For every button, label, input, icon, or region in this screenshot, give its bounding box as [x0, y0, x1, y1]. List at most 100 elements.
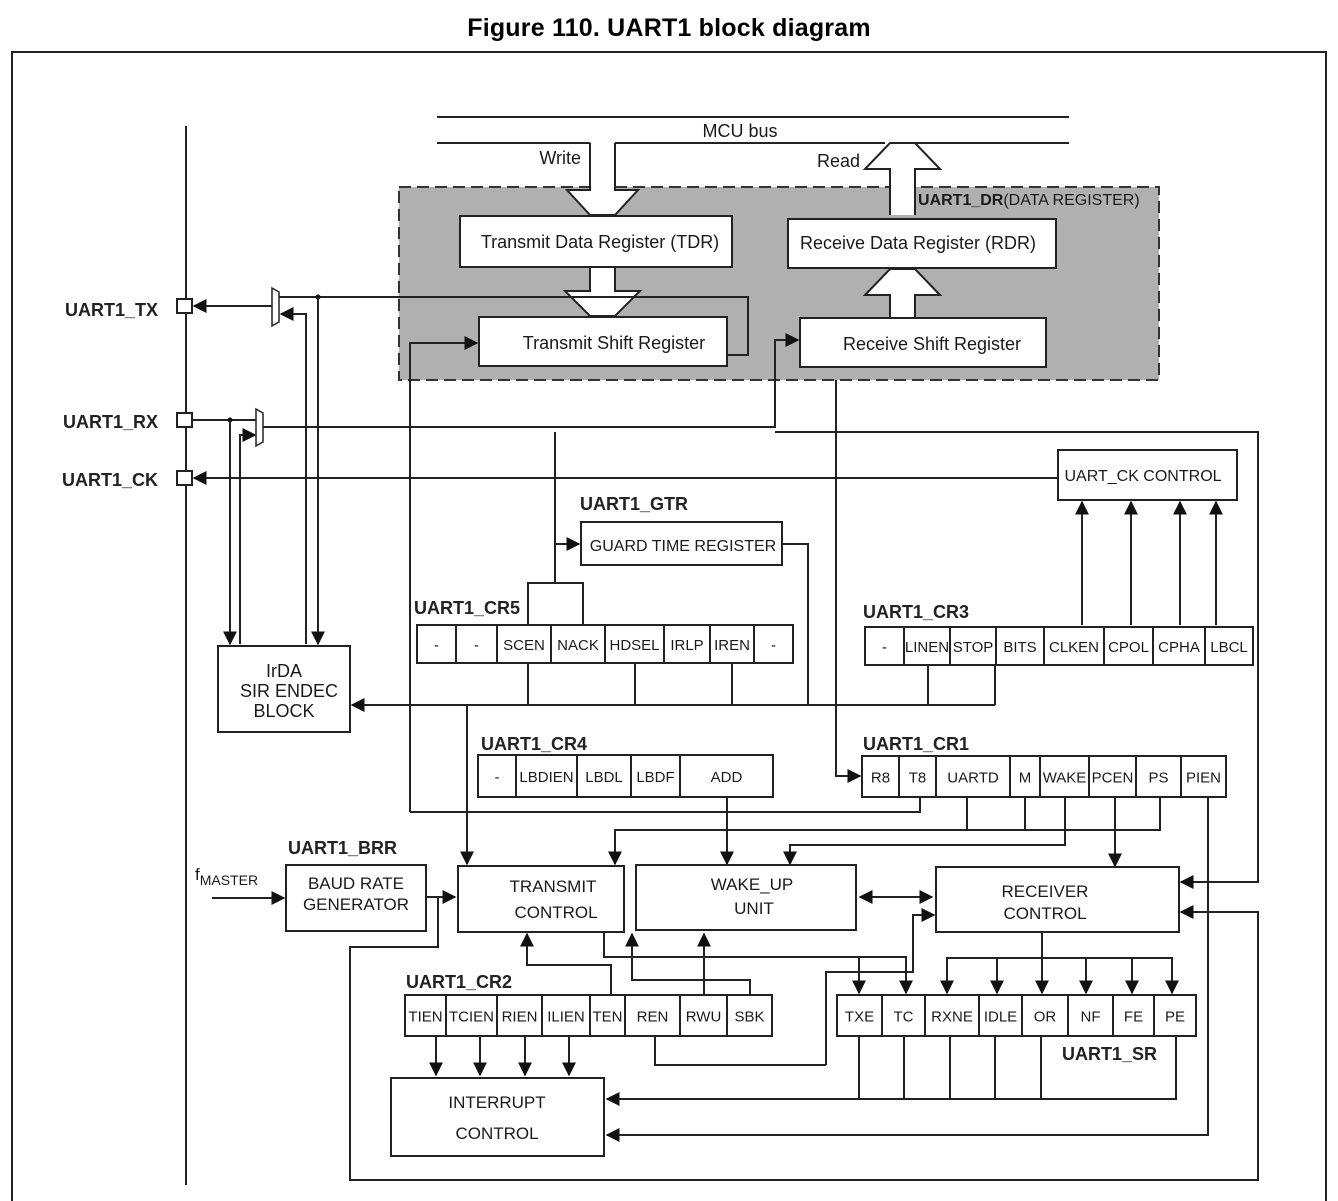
- brr-name: UART1_BRR: [288, 838, 397, 858]
- baud-line-1: BAUD RATE: [308, 874, 404, 893]
- guard-time-register-label: GUARD TIME REGISTER: [590, 538, 776, 555]
- cr2-bit-tien-label: TIEN: [408, 1009, 442, 1026]
- register-cr4: - LBDIEN LBDL LBDF ADD: [477, 754, 774, 798]
- baud-line-2: GENERATOR: [303, 895, 409, 914]
- cr5-bit-irlp-label: IRLP: [670, 637, 703, 654]
- cr3-bit-cell: [1103, 626, 1154, 666]
- uart-ck-control-label: UART_CK CONTROL: [1064, 468, 1221, 485]
- cr2-bit-sbk-label: SBK: [734, 1009, 764, 1026]
- rdr-label: Receive Data Register (RDR): [800, 233, 1036, 253]
- sr-bit-nf-label: NF: [1081, 1009, 1101, 1026]
- rx-mux-icon: [255, 407, 264, 448]
- cr4-bit-lbdf-label: LBDF: [636, 769, 674, 786]
- pin-ck: UART1_CK: [62, 470, 193, 490]
- cr1-bit-cell: [1088, 755, 1137, 798]
- cr2-bit-ilien-label: ILIEN: [547, 1009, 585, 1026]
- cr2-bit-cell: [445, 994, 498, 1037]
- sr-bit-cell: [924, 994, 980, 1037]
- cr2-name: UART1_CR2: [406, 972, 512, 992]
- sr-bit-fe-label: FE: [1124, 1009, 1143, 1026]
- cr5-bit-cell: [496, 624, 552, 664]
- pin-tx: UART1_TX: [65, 298, 193, 320]
- wake-up-unit-box: [635, 864, 857, 931]
- sr-bit-txe-label: TXE: [845, 1009, 874, 1026]
- cr2-bit-cell: [726, 994, 773, 1037]
- sr-bit-rxne-label: RXNE: [931, 1009, 973, 1026]
- pin-rx: UART1_RX: [63, 412, 193, 432]
- irda-line-2: SIR ENDEC: [240, 681, 338, 701]
- mcu-bus-label: MCU bus: [702, 121, 777, 141]
- cr1-bit-cell: [1180, 755, 1227, 798]
- cr4-bit-lbdien-label: LBDIEN: [519, 769, 573, 786]
- tsr-label: Transmit Shift Register: [523, 333, 705, 353]
- cr2-bit-rwu-label: RWU: [686, 1009, 722, 1026]
- cr4-bit-add-label: ADD: [711, 769, 743, 786]
- cr3-bit-cpha-label: CPHA: [1158, 639, 1200, 656]
- pin-tx-label: UART1_TX: [65, 300, 158, 320]
- cr2-bit-rien-label: RIEN: [502, 1009, 538, 1026]
- cr1-bit-m-label: M: [1019, 770, 1032, 787]
- cr2-bit-cell: [404, 994, 447, 1037]
- transmit-control-box: [457, 865, 625, 933]
- cr1-bit-cell: [898, 755, 937, 798]
- sr-name: UART1_SR: [1062, 1044, 1157, 1064]
- sr-bit-cell: [836, 994, 883, 1037]
- cr5-name: UART1_CR5: [414, 598, 520, 618]
- cr4-name: UART1_CR4: [481, 734, 587, 754]
- cr4-bit-lbdl-label: LBDL: [585, 769, 623, 786]
- cr5-bit-hdsel-label: HDSEL: [609, 637, 659, 654]
- receiver-line-2: CONTROL: [1003, 904, 1086, 923]
- tdr-label: Transmit Data Register (TDR): [481, 232, 719, 252]
- figure-frame: [11, 51, 1327, 1201]
- cr1-bit-uartd-label: UARTD: [947, 770, 999, 787]
- cr5-bit--label: -: [771, 637, 776, 654]
- cr1-bit-wake-label: WAKE: [1043, 770, 1087, 787]
- wakeup-line-1: WAKE_UP: [711, 875, 794, 894]
- cr5-bit-cell: [604, 624, 665, 664]
- rsr-box: [799, 317, 1047, 368]
- write-label: Write: [539, 148, 581, 168]
- cr5-bit--label: -: [474, 637, 479, 654]
- tsr-box: [478, 316, 728, 367]
- cr1-bit-ps-label: PS: [1148, 770, 1168, 787]
- sr-bit-cell: [1021, 994, 1069, 1037]
- cr3-bit-clken-label: CLKEN: [1049, 639, 1099, 656]
- cr1-bit-pcen-label: PCEN: [1092, 770, 1134, 787]
- cr2-bit-cell: [679, 994, 728, 1037]
- irda-block-box: [217, 645, 351, 733]
- transmit-line-1: TRANSMIT: [510, 877, 597, 896]
- cr2-bit-cell: [624, 994, 681, 1037]
- read-arrow-icon: [862, 142, 943, 215]
- pin-ck-label: UART1_CK: [62, 470, 158, 490]
- irda-line-3: BLOCK: [253, 701, 314, 721]
- cr1-bit-cell: [1009, 755, 1041, 798]
- wakeup-line-2: UNIT: [734, 899, 774, 918]
- cr2-bit-tcien-label: TCIEN: [449, 1009, 494, 1026]
- cr3-bit-bits-label: BITS: [1003, 639, 1036, 656]
- interrupt-line-1: INTERRUPT: [448, 1093, 545, 1112]
- interrupt-control-box: [390, 1077, 605, 1157]
- cr3-bit-cell: [1152, 626, 1206, 666]
- cr5-bit-cell: [753, 624, 794, 664]
- cr2-bit-ren-label: REN: [637, 1009, 669, 1026]
- figure-title: Figure 110. UART1 block diagram: [467, 14, 871, 42]
- cr1-bit-t8-label: T8: [909, 770, 927, 787]
- cr4-bit-cell: [630, 754, 681, 798]
- cr5-bit--label: -: [434, 637, 439, 654]
- cr4-bit--label: -: [495, 769, 500, 786]
- mcu-bus: MCU bus Write Read: [437, 116, 1069, 171]
- cr5-bit-iren-label: IREN: [714, 637, 750, 654]
- cr3-bit-cell: [1043, 626, 1105, 666]
- fmaster-label: fMASTER: [195, 865, 258, 888]
- sr-bit-pe-label: PE: [1165, 1009, 1185, 1026]
- sr-bit-idle-label: IDLE: [984, 1009, 1017, 1026]
- sr-bit-cell: [1112, 994, 1155, 1037]
- receiver-control-box: [935, 866, 1180, 933]
- cr1-bit-pien-label: PIEN: [1186, 770, 1221, 787]
